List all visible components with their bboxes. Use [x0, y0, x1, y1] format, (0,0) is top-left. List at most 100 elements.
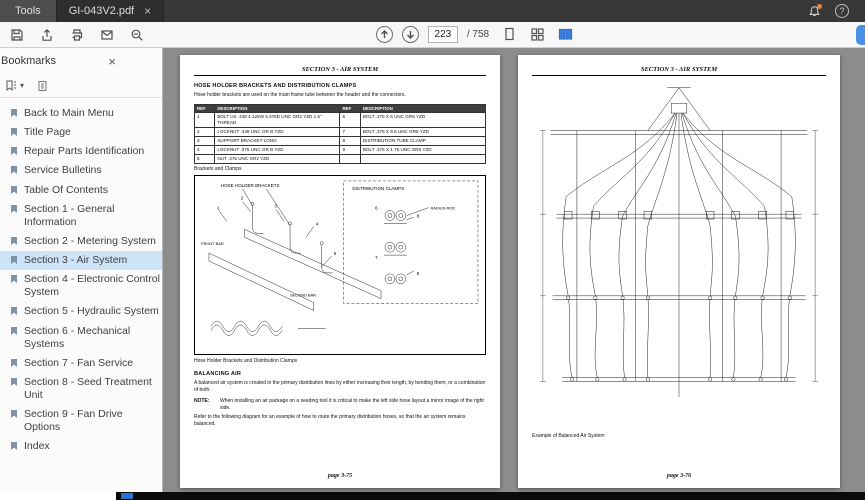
- tab-tools[interactable]: Tools: [0, 0, 56, 22]
- paragraph: Refer to the following diagram for an ex…: [194, 414, 466, 428]
- callout: 1: [217, 206, 220, 211]
- cell: 9: [339, 145, 361, 156]
- col-header: REF: [193, 103, 216, 114]
- sidebar-item-section-4-electronic-control-system[interactable]: Section 4 - Electronic Control System: [0, 270, 162, 302]
- notification-bell-icon[interactable]: [808, 3, 822, 18]
- sidebar-item-back-to-main-menu[interactable]: Back to Main Menu: [0, 104, 162, 123]
- section-header: SECTION 3 - AIR SYSTEM: [532, 66, 826, 76]
- sidebar-item-service-bulletins[interactable]: Service Bulletins: [0, 161, 162, 180]
- table-header-row: REF DESCRIPTION REF DESCRIPTION: [193, 103, 487, 114]
- figure-label: DISTRIBUTION CLAMPS: [352, 186, 404, 191]
- cell: 1: [193, 112, 216, 129]
- callout: 5: [334, 251, 337, 256]
- page-heading: BALANCING AIR: [194, 371, 242, 378]
- bookmark-list-icon[interactable]: [5, 80, 17, 92]
- table-row: 3 SUPPORT BRACKET-LONG 8 DISTRIBUTION TU…: [193, 136, 487, 147]
- bookmark-label: Section 3 - Air System: [24, 254, 128, 266]
- note-text: When installing an air package on a seed…: [220, 397, 484, 411]
- bookmarks-panel-close-icon[interactable]: ×: [108, 53, 116, 69]
- sidebar-item-section-7-fan-service[interactable]: Section 7 - Fan Service: [0, 354, 162, 373]
- toolbar-left-group: [0, 28, 144, 42]
- bookmark-label: Section 7 - Fan Service: [24, 356, 134, 369]
- cell: 8: [339, 136, 361, 147]
- sidebar-item-section-1-general-information[interactable]: Section 1 - General Information: [0, 200, 162, 232]
- callout: 8: [417, 214, 420, 219]
- bookmark-icon: [11, 166, 17, 175]
- cell: BOLT .375 X 6 UNC GR5 YZD: [359, 112, 487, 129]
- bookmark-label: Back to Main Menu: [24, 107, 114, 119]
- bookmark-icon: [11, 410, 17, 419]
- help-icon[interactable]: ?: [835, 4, 849, 18]
- cell: [339, 154, 361, 165]
- section-header: SECTION 3 - AIR SYSTEM: [194, 66, 486, 76]
- sidebar-item-title-page[interactable]: Title Page: [0, 123, 162, 142]
- figure-label: FRONT BAR: [201, 242, 224, 247]
- taskbar-icon[interactable]: [121, 493, 133, 499]
- bookmark-label: Title Page: [24, 126, 71, 139]
- titlebar-actions: ?: [808, 0, 865, 22]
- bookmark-icon: [11, 442, 17, 451]
- bookmark-label: Service Bulletins: [24, 164, 102, 177]
- email-icon[interactable]: [100, 28, 114, 42]
- sidebar-item-section-5-hydraulic-system[interactable]: Section 5 - Hydraulic System: [0, 302, 162, 321]
- save-icon[interactable]: [10, 28, 24, 42]
- share-icon[interactable]: [40, 28, 54, 42]
- cell: LOCKNUT .375 UNC GR B YZD: [214, 145, 341, 156]
- sidebar-item-section-6-mechanical-systems[interactable]: Section 6 - Mechanical Systems: [0, 322, 162, 354]
- balanced-air-system-diagram: [539, 87, 819, 397]
- table-row: 5 NUT .375 UNC GR2 YZD: [193, 154, 487, 165]
- document-view[interactable]: SECTION 3 - AIR SYSTEM HOSE HOLDER BRACK…: [163, 48, 865, 492]
- sidebar-item-section-2-metering-system[interactable]: Section 2 - Metering System: [0, 232, 162, 251]
- cell: 7: [339, 127, 361, 138]
- new-bookmark-icon[interactable]: [37, 80, 49, 92]
- page-up-button[interactable]: [375, 26, 393, 43]
- sidebar-item-section-3-air-system[interactable]: Section 3 - Air System: [0, 251, 162, 271]
- page-thumbnails-icon[interactable]: [530, 27, 545, 42]
- page-down-button[interactable]: [401, 26, 419, 43]
- bookmark-label: Index: [24, 440, 50, 453]
- cell: 2: [193, 127, 216, 138]
- cell: BOLT US .438 4.125W 5.375D UNC GR2 YZD 1…: [214, 112, 341, 129]
- note-label: NOTE:: [194, 397, 210, 404]
- page-number-input[interactable]: [427, 26, 458, 43]
- bookmark-label: Repair Parts Identification: [24, 145, 145, 158]
- bookmark-label: Section 4 - Electronic Control System: [24, 273, 160, 299]
- intro-text: Hose holder brackets are used on the mai…: [194, 92, 406, 98]
- col-header: DESCRIPTION: [359, 103, 487, 114]
- tab-close-icon[interactable]: ×: [144, 4, 152, 18]
- tab-document[interactable]: GI-043V2.pdf ×: [55, 0, 165, 22]
- print-icon[interactable]: [70, 28, 84, 42]
- col-header: DESCRIPTION: [214, 103, 341, 114]
- bookmarks-panel-toolbar: ▾: [0, 74, 162, 98]
- bookmark-icon: [11, 185, 17, 194]
- page-footer: page 3-75: [327, 473, 353, 479]
- zoom-out-icon[interactable]: [130, 28, 144, 42]
- bookmark-icon: [11, 147, 17, 156]
- single-page-view-icon[interactable]: [502, 27, 517, 42]
- sidebar-item-section-8-seed-treatment-unit[interactable]: Section 8 - Seed Treatment Unit: [0, 373, 162, 405]
- bookmark-options-caret-icon[interactable]: ▾: [20, 81, 25, 90]
- tools-panel-handle[interactable]: [856, 25, 865, 45]
- bottom-strip: [0, 492, 865, 500]
- table-row: 1 BOLT US .438 4.125W 5.375D UNC GR2 YZD…: [193, 112, 487, 129]
- callout: 7: [375, 255, 378, 260]
- cell: 5: [193, 154, 216, 165]
- bookmark-icon: [11, 326, 17, 335]
- two-page-view-icon[interactable]: [558, 27, 573, 42]
- table-row: 2 LOCKNUT .438 UNC GR B YZD 7 BOLT .375 …: [193, 127, 487, 138]
- sidebar-item-table-of-contents[interactable]: Table Of Contents: [0, 181, 162, 200]
- brackets-figure: HOSE HOLDER BRACKETS DISTRIBUTION CLAMPS…: [194, 175, 486, 356]
- cell: 4: [193, 145, 216, 156]
- bookmark-icon: [11, 377, 17, 386]
- cell: NUT .375 UNC GR2 YZD: [214, 154, 341, 165]
- cell: 3: [193, 136, 216, 147]
- callout: 2: [241, 196, 244, 201]
- diagram-caption: Example of Balanced Air System: [532, 433, 605, 439]
- page-footer: page 3-76: [666, 473, 692, 479]
- callout: 3: [274, 204, 277, 209]
- sidebar-item-repair-parts-identification[interactable]: Repair Parts Identification: [0, 142, 162, 161]
- sidebar-item-index[interactable]: Index: [0, 437, 162, 456]
- page-navigation: / 758: [375, 26, 573, 43]
- sidebar-item-section-9-fan-drive-options[interactable]: Section 9 - Fan Drive Options: [0, 405, 162, 437]
- figure-label: RADIUS ROD: [430, 206, 455, 211]
